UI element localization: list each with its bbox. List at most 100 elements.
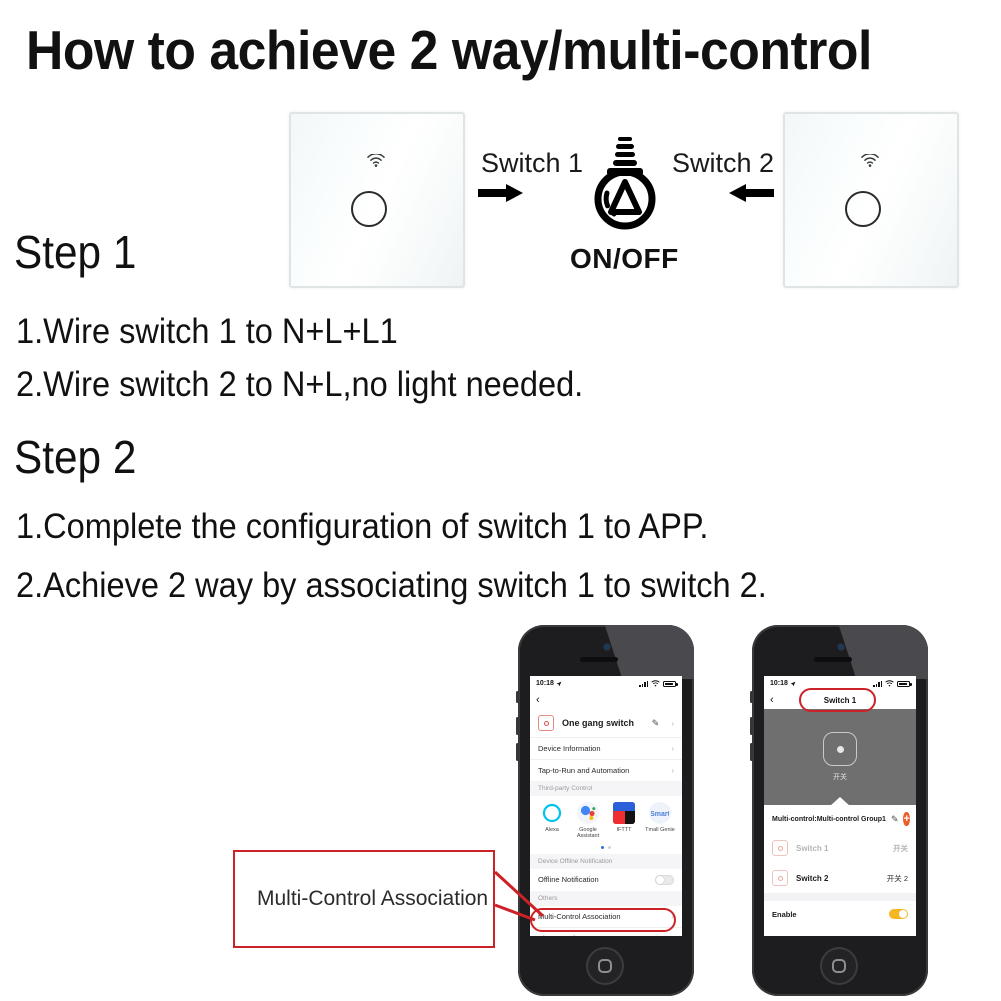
third-party-label: Tmall Genie — [645, 827, 675, 833]
phone-camera — [838, 644, 844, 650]
device-header-row[interactable]: One gang switch ✎ › — [530, 709, 682, 737]
section-divider — [764, 893, 916, 901]
home-button-square — [832, 959, 846, 973]
status-bar: 10:18 — [764, 676, 916, 691]
member-name: Switch 2 — [796, 873, 829, 883]
status-time: 10:18 — [536, 680, 554, 687]
wifi-icon — [651, 680, 660, 687]
list-item-label: Tap-to-Run and Automation — [538, 766, 630, 775]
multi-control-association-label: Multi-Control Association — [538, 911, 621, 921]
chevron-right-icon: › — [671, 911, 674, 921]
phone-mute-switch[interactable] — [516, 691, 519, 703]
share-device-label: Share Device — [538, 934, 583, 936]
alexa-icon — [541, 802, 563, 824]
wifi-icon — [367, 153, 385, 172]
list-item-tap-to-run[interactable]: Tap-to-Run and Automation › — [530, 759, 682, 781]
bulb-onoff-label: ON/OFF — [570, 243, 679, 274]
step-1-line-2: 2.Wire switch 2 to N+L,no light needed. — [16, 365, 584, 404]
page-dot[interactable] — [608, 845, 611, 849]
touch-button-circle[interactable] — [351, 191, 387, 227]
member-row-switch-2[interactable]: Switch 2 开关 2 — [764, 863, 916, 893]
section-header-third-party: Third-party Control — [530, 781, 682, 796]
switch-device-icon — [538, 715, 554, 731]
nav-bar: ‹ — [530, 691, 682, 709]
arrow-left-icon — [728, 182, 774, 209]
phone-speaker — [580, 657, 618, 662]
step-2-line-2: 2.Achieve 2 way by associating switch 1 … — [16, 566, 767, 605]
toggle-switch-icon[interactable] — [655, 874, 674, 885]
switch-device-icon — [772, 840, 788, 856]
row-multi-control-association[interactable]: Multi-Control Association › — [530, 905, 682, 927]
pencil-icon[interactable]: ✎ — [651, 717, 660, 728]
step-2-line-1: 1.Complete the configuration of switch 1… — [16, 507, 709, 546]
member-value: 开关 2 — [886, 873, 908, 883]
third-party-item-google-assistant[interactable]: Google Assistant — [570, 802, 606, 840]
power-toggle-label: 开关 — [833, 774, 847, 781]
section-header-others: Others — [530, 890, 682, 906]
wall-switch-panel-1 — [289, 112, 465, 288]
battery-icon — [663, 680, 678, 687]
location-arrow-icon — [556, 681, 562, 686]
status-bar: 10:18 — [530, 676, 682, 691]
multi-control-group-label: Multi-control:Multi-control Group1 — [772, 815, 886, 823]
toggle-switch-icon[interactable] — [889, 909, 908, 919]
member-value: 开关 — [893, 843, 908, 853]
google-assistant-icon — [577, 802, 599, 824]
touch-button-circle[interactable] — [845, 191, 881, 227]
plus-circle-icon[interactable]: + — [903, 812, 910, 826]
third-party-item-ifttt[interactable]: IFTTT — [606, 802, 642, 840]
phone-screen-gloss — [752, 625, 928, 679]
phone-volume-down-button[interactable] — [750, 743, 753, 761]
wall-switch-panel-2 — [783, 112, 959, 288]
phone-mute-switch[interactable] — [750, 691, 753, 703]
row-offline-notification[interactable]: Offline Notification — [530, 868, 682, 891]
page-dots — [530, 841, 682, 854]
device-control-area: 开关 — [764, 709, 916, 806]
third-party-label: IFTTT — [616, 827, 632, 833]
location-arrow-icon — [790, 681, 796, 686]
pencil-icon[interactable]: ✎ — [890, 813, 899, 824]
multi-control-group-row[interactable]: Multi-control:Multi-control Group1 ✎ + — [764, 805, 916, 833]
callout-label: Multi-Control Association — [257, 887, 489, 910]
row-share-device[interactable]: Share Device › — [530, 926, 682, 936]
step-1-line-1: 1.Wire switch 1 to N+L+L1 — [16, 312, 398, 351]
enable-row[interactable]: Enable — [764, 901, 916, 927]
phone-screen-gloss — [518, 625, 694, 679]
third-party-item-alexa[interactable]: Alexa — [534, 802, 570, 840]
home-button-icon[interactable] — [820, 947, 858, 985]
offline-notification-label: Offline Notification — [538, 875, 599, 885]
third-party-label: Alexa — [545, 827, 559, 833]
phone-volume-down-button[interactable] — [516, 743, 519, 761]
device-name: One gang switch — [562, 718, 635, 728]
page-title: How to achieve 2 way/multi-control — [26, 19, 872, 81]
title-bar: ‹ Switch 1 — [764, 691, 916, 709]
third-party-item-tmall-genie[interactable]: Smart Tmall Genie — [642, 802, 678, 840]
chevron-right-icon: › — [671, 718, 674, 728]
third-party-grid: Alexa Google Assistant — [530, 796, 682, 842]
switch-device-icon — [772, 870, 788, 886]
light-bulb-icon — [585, 135, 665, 240]
chevron-right-icon: › — [671, 766, 674, 775]
callout-box-multi-control: Multi-Control Association — [233, 850, 495, 948]
page-title-switch1: Switch 1 — [823, 695, 857, 705]
status-time: 10:18 — [770, 680, 788, 687]
switch1-label: Switch 1 — [481, 148, 584, 178]
phone-volume-up-button[interactable] — [750, 717, 753, 735]
cellular-bars-icon — [639, 680, 648, 687]
chevron-left-icon[interactable]: ‹ — [770, 693, 774, 706]
member-name: Switch 1 — [796, 843, 829, 853]
wifi-icon — [861, 153, 879, 172]
cellular-bars-icon — [873, 680, 882, 687]
page-dot-active[interactable] — [601, 845, 604, 849]
chevron-left-icon[interactable]: ‹ — [536, 693, 540, 706]
chevron-right-icon: › — [671, 744, 674, 753]
enable-label: Enable — [772, 909, 797, 919]
phone-volume-up-button[interactable] — [516, 717, 519, 735]
member-row-switch-1[interactable]: Switch 1 开关 — [764, 833, 916, 863]
list-item-device-information[interactable]: Device Information › — [530, 737, 682, 759]
home-button-icon[interactable] — [586, 947, 624, 985]
step-2-heading: Step 2 — [14, 431, 137, 483]
phone-right: 10:18 ‹ Switch 1 — [750, 625, 928, 996]
power-toggle-icon[interactable] — [823, 732, 857, 766]
